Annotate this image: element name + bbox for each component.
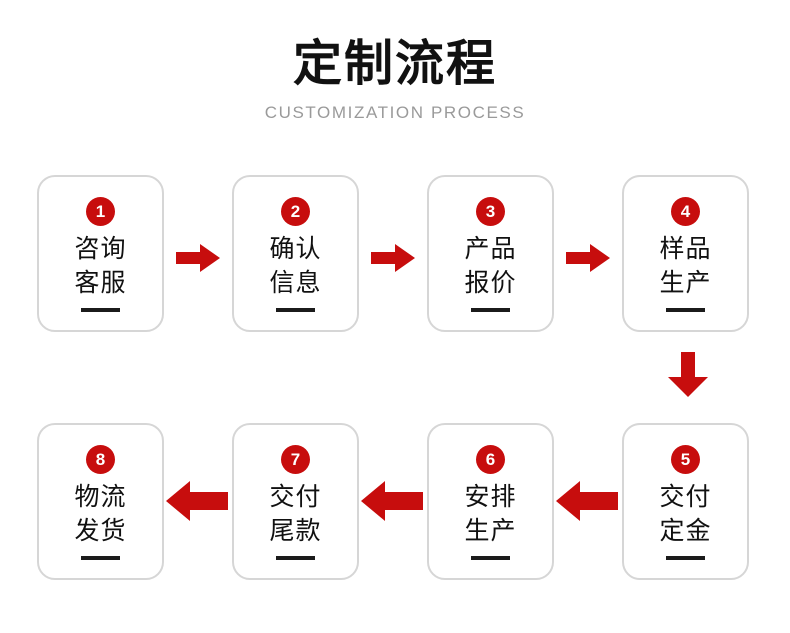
step-number-badge: 3	[476, 197, 505, 226]
step-label: 确认 信息	[269, 232, 321, 300]
step-label-line2: 发货	[74, 517, 127, 545]
step-number-badge: 8	[86, 445, 115, 474]
process-step-card-5[interactable]: 5 交付 定金	[622, 423, 749, 580]
process-step-card-2[interactable]: 2 确认 信息	[232, 175, 359, 332]
step-label-line1: 确认	[269, 235, 322, 263]
page-header: 定制流程 CUSTOMIZATION PROCESS	[0, 0, 790, 123]
step-underline-rule	[81, 308, 120, 312]
step-label-line1: 产品	[464, 235, 517, 263]
step-underline-rule	[276, 556, 315, 560]
process-step-card-1[interactable]: 1 咨询 客服	[37, 175, 164, 332]
step-label-line1: 咨询	[74, 235, 127, 263]
arrow-left-icon	[556, 481, 618, 521]
step-label-line2: 信息	[269, 269, 322, 297]
step-label-line2: 客服	[74, 269, 127, 297]
step-label: 样品 生产	[659, 232, 711, 300]
arrow-down-icon	[668, 352, 708, 397]
process-step-card-8[interactable]: 8 物流 发货	[37, 423, 164, 580]
step-label-line1: 样品	[659, 235, 712, 263]
step-number-badge: 5	[671, 445, 700, 474]
step-number-badge: 2	[281, 197, 310, 226]
step-label: 安排 生产	[464, 480, 516, 548]
step-label: 交付 尾款	[269, 480, 321, 548]
process-step-card-3[interactable]: 3 产品 报价	[427, 175, 554, 332]
step-label: 交付 定金	[659, 480, 711, 548]
arrow-right-icon	[371, 244, 415, 272]
step-label-line2: 生产	[659, 269, 712, 297]
arrow-right-icon	[176, 244, 220, 272]
process-step-card-4[interactable]: 4 样品 生产	[622, 175, 749, 332]
page-subtitle: CUSTOMIZATION PROCESS	[264, 102, 526, 122]
step-underline-rule	[666, 308, 705, 312]
arrow-left-icon	[361, 481, 423, 521]
step-number-badge: 7	[281, 445, 310, 474]
arrow-right-icon	[566, 244, 610, 272]
process-step-card-6[interactable]: 6 安排 生产	[427, 423, 554, 580]
step-label-line1: 交付	[659, 483, 712, 511]
step-label-line1: 物流	[74, 483, 127, 511]
step-label-line2: 尾款	[269, 517, 322, 545]
step-number-badge: 4	[671, 197, 700, 226]
process-step-card-7[interactable]: 7 交付 尾款	[232, 423, 359, 580]
step-underline-rule	[666, 556, 705, 560]
step-underline-rule	[81, 556, 120, 560]
step-number-badge: 1	[86, 197, 115, 226]
step-label-line2: 定金	[659, 517, 712, 545]
arrow-left-icon	[166, 481, 228, 521]
step-label-line2: 报价	[464, 269, 517, 297]
page-title: 定制流程	[292, 37, 497, 91]
step-label: 产品 报价	[464, 232, 516, 300]
step-number-badge: 6	[476, 445, 505, 474]
step-label-line1: 交付	[269, 483, 322, 511]
step-underline-rule	[471, 308, 510, 312]
step-underline-rule	[471, 556, 510, 560]
step-underline-rule	[276, 308, 315, 312]
step-label-line1: 安排	[464, 483, 517, 511]
step-label: 物流 发货	[74, 480, 126, 548]
step-label-line2: 生产	[464, 517, 517, 545]
step-label: 咨询 客服	[74, 232, 126, 300]
